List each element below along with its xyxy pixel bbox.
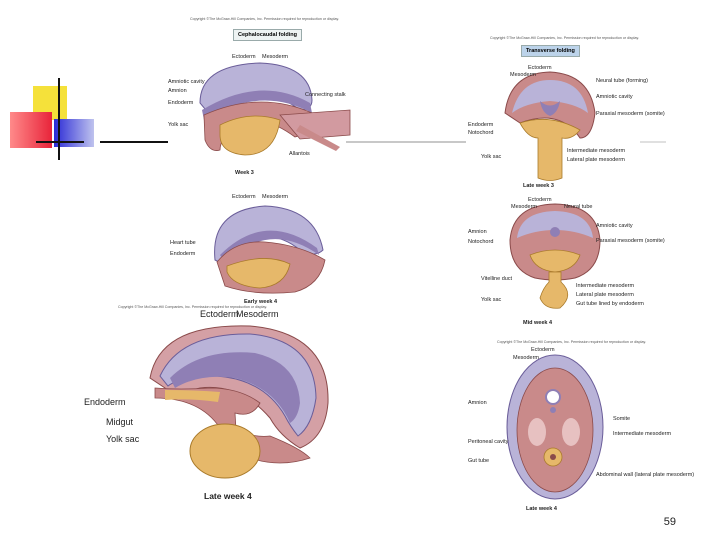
lw3-caption: Late week 3 <box>523 183 554 189</box>
l4-midgut-label: Midgut <box>106 417 134 427</box>
l4-mesoderm-label: Mesoderm <box>236 309 279 319</box>
w3-caption: Week 3 <box>235 170 254 176</box>
lw3-neural-tube-label: Neural tube (forming) <box>596 78 648 84</box>
m4-vitelline-label: Vitelline duct <box>481 276 513 282</box>
late-week4-transverse <box>506 354 604 500</box>
deco-rule-left <box>100 141 168 143</box>
deco-rule-right <box>640 141 666 143</box>
e4-caption: Early week 4 <box>244 299 278 305</box>
e4-heart-tube-label: Heart tube <box>170 240 196 246</box>
lw3-lateral-plate-label: Lateral plate mesoderm <box>567 157 625 163</box>
lw3-notochord-label: Notochord <box>468 130 494 136</box>
m4-gut-tube-label: Gut tube lined by endoderm <box>576 301 644 307</box>
rl4-amnion-label: Amnion <box>468 400 487 406</box>
m4-ectoderm-label: Ectoderm <box>528 197 552 203</box>
lw3-paraxial-label: Paraxial mesoderm (somite) <box>596 111 665 117</box>
l4-ectoderm-label: Ectoderm <box>200 309 239 319</box>
e4-mesoderm-label: Mesoderm <box>262 194 288 200</box>
rl4-peritoneal-label: Peritoneal cavity <box>468 439 509 445</box>
lw3-amniotic-cavity-label: Amniotic cavity <box>596 94 633 100</box>
lw3-intermediate-label: Intermediate mesoderm <box>567 148 626 154</box>
lw3-ectoderm-label: Ectoderm <box>528 65 552 71</box>
lw3-yolk-sac-label: Yolk sac <box>481 154 502 160</box>
m4-lateral-plate-label: Lateral plate mesoderm <box>576 292 634 298</box>
deco-rule-mid <box>346 141 466 143</box>
rl4-mesoderm-label: Mesoderm <box>513 355 539 361</box>
m4-yolk-sac-label: Yolk sac <box>481 297 502 303</box>
early-week4-embryo <box>214 205 326 294</box>
m4-notochord-label: Notochord <box>468 239 494 245</box>
e4-ectoderm-label: Ectoderm <box>232 194 256 200</box>
late-week4-embryo <box>149 325 329 479</box>
m4-caption: Mid week 4 <box>523 320 553 326</box>
copyright-notice-1: Copyright ©The McGraw-Hill Companies, In… <box>190 17 339 21</box>
rl4-intermediate-label: Intermediate mesoderm <box>613 431 672 437</box>
w3-endoderm-label: Endoderm <box>168 100 194 106</box>
w3-ectoderm-label: Ectoderm <box>232 54 256 60</box>
m4-mesoderm-label: Mesoderm <box>511 204 537 210</box>
w3-yolk-sac-label: Yolk sac <box>168 122 189 128</box>
w3-mesoderm-label: Mesoderm <box>262 54 288 60</box>
lw3-endoderm-label: Endoderm <box>468 122 494 128</box>
deco-vertical-line <box>58 78 60 160</box>
m4-intermediate-label: Intermediate mesoderm <box>576 283 635 289</box>
m4-neural-tube-label: Neural tube <box>564 204 593 210</box>
week3-embryo <box>199 62 351 156</box>
w3-allantois-label: Allantois <box>289 151 310 157</box>
rl4-gut-tube-label: Gut tube <box>468 458 490 464</box>
rl4-ectoderm-label: Ectoderm <box>531 347 555 353</box>
transverse-title: Transverse folding <box>521 45 580 57</box>
cephalocaudal-title: Cephalocaudal folding <box>233 29 302 41</box>
l4-caption: Late week 4 <box>204 491 252 501</box>
e4-endoderm-label: Endoderm <box>170 251 196 257</box>
m4-paraxial-label: Paraxial mesoderm (somite) <box>596 238 665 244</box>
page-number: 59 <box>663 516 676 528</box>
m4-amnion-label: Amnion <box>468 229 487 235</box>
copyright-notice-4: Copyright ©The McGraw-Hill Companies, In… <box>497 340 646 344</box>
m4-amniotic-cavity-label: Amniotic cavity <box>596 223 633 229</box>
mid-week4-embryo <box>509 203 601 309</box>
deco-horizontal-line <box>36 141 84 143</box>
rl4-caption: Late week 4 <box>526 506 557 512</box>
w3-connecting-stalk-label: Connecting stalk <box>305 92 346 98</box>
w3-amnion-label: Amnion <box>168 88 187 94</box>
rl4-somite-label: Somite <box>613 416 631 422</box>
copyright-notice-2: Copyright ©The McGraw-Hill Companies, In… <box>118 305 267 309</box>
lw3-mesoderm-label: Mesoderm <box>510 72 536 78</box>
l4-endoderm-label: Endoderm <box>84 397 126 407</box>
rl4-abdominal-label: Abdominal wall (lateral plate mesoderm) <box>596 472 695 478</box>
l4-yolk-sac-label: Yolk sac <box>106 434 140 444</box>
w3-amniotic-cavity-label: Amniotic cavity <box>168 79 205 85</box>
copyright-notice-3: Copyright ©The McGraw-Hill Companies, In… <box>490 36 639 40</box>
late-week3-embryo <box>504 71 596 181</box>
